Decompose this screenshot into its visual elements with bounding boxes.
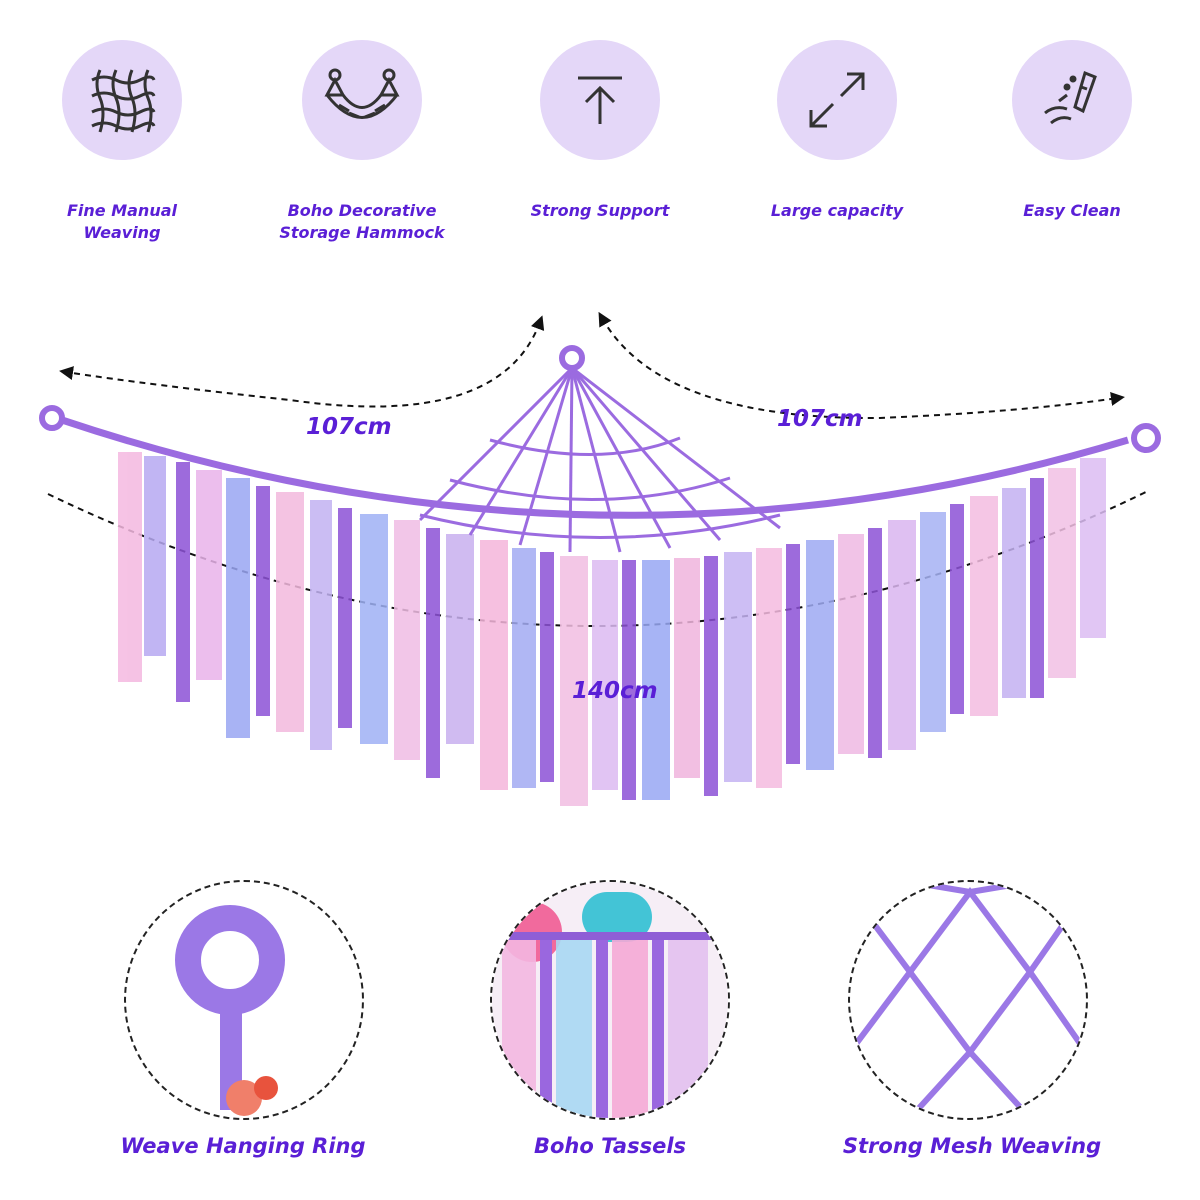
mesh-net [418,366,781,553]
feature-capacity: Large capacity [722,40,952,222]
feature-clean: Easy Clean [957,40,1187,222]
feature-label: Strong Support [530,201,670,220]
detail-mesh [848,880,1088,1120]
tassels [118,452,1106,806]
hammock-illustration [39,311,1161,806]
detail-label-ring: Weave Hanging Ring [120,1134,366,1158]
feature-label: Large capacity [770,201,904,220]
dimension-arrow-left [59,315,545,408]
feature-label: Fine Manual Weaving [66,201,177,242]
arrow-up-icon [540,40,660,160]
expand-arrows-icon [777,40,897,160]
hammock-icon [302,40,422,160]
feature-weaving: Fine Manual Weaving [7,40,237,244]
detail-label-mesh: Strong Mesh Weaving [842,1134,1102,1158]
hanging-ring-icon [175,905,285,1116]
spray-icon [1012,40,1132,160]
tassels-icon [492,882,728,1118]
feature-label: Boho Decorative Storage Hammock [279,201,445,242]
weave-grid-icon [62,40,182,160]
hanging-ring-top [559,345,585,371]
feature-label: Easy Clean [1023,201,1121,220]
detail-label-tassels: Boho Tassels [533,1134,687,1158]
mesh-icon [850,882,1086,1118]
feature-hammock: Boho Decorative Storage Hammock [247,40,477,244]
dimension-left: 107cm [306,414,392,440]
detail-tassels [490,880,730,1120]
dimension-bottom: 140cm [572,678,658,704]
dimension-right: 107cm [777,406,863,432]
dimension-arrow-right [598,311,1125,420]
hanging-ring-left [39,405,65,431]
detail-hanging-ring [124,880,364,1120]
main-rope [60,416,1130,519]
hanging-ring-right [1131,423,1161,453]
feature-support: Strong Support [485,40,715,222]
